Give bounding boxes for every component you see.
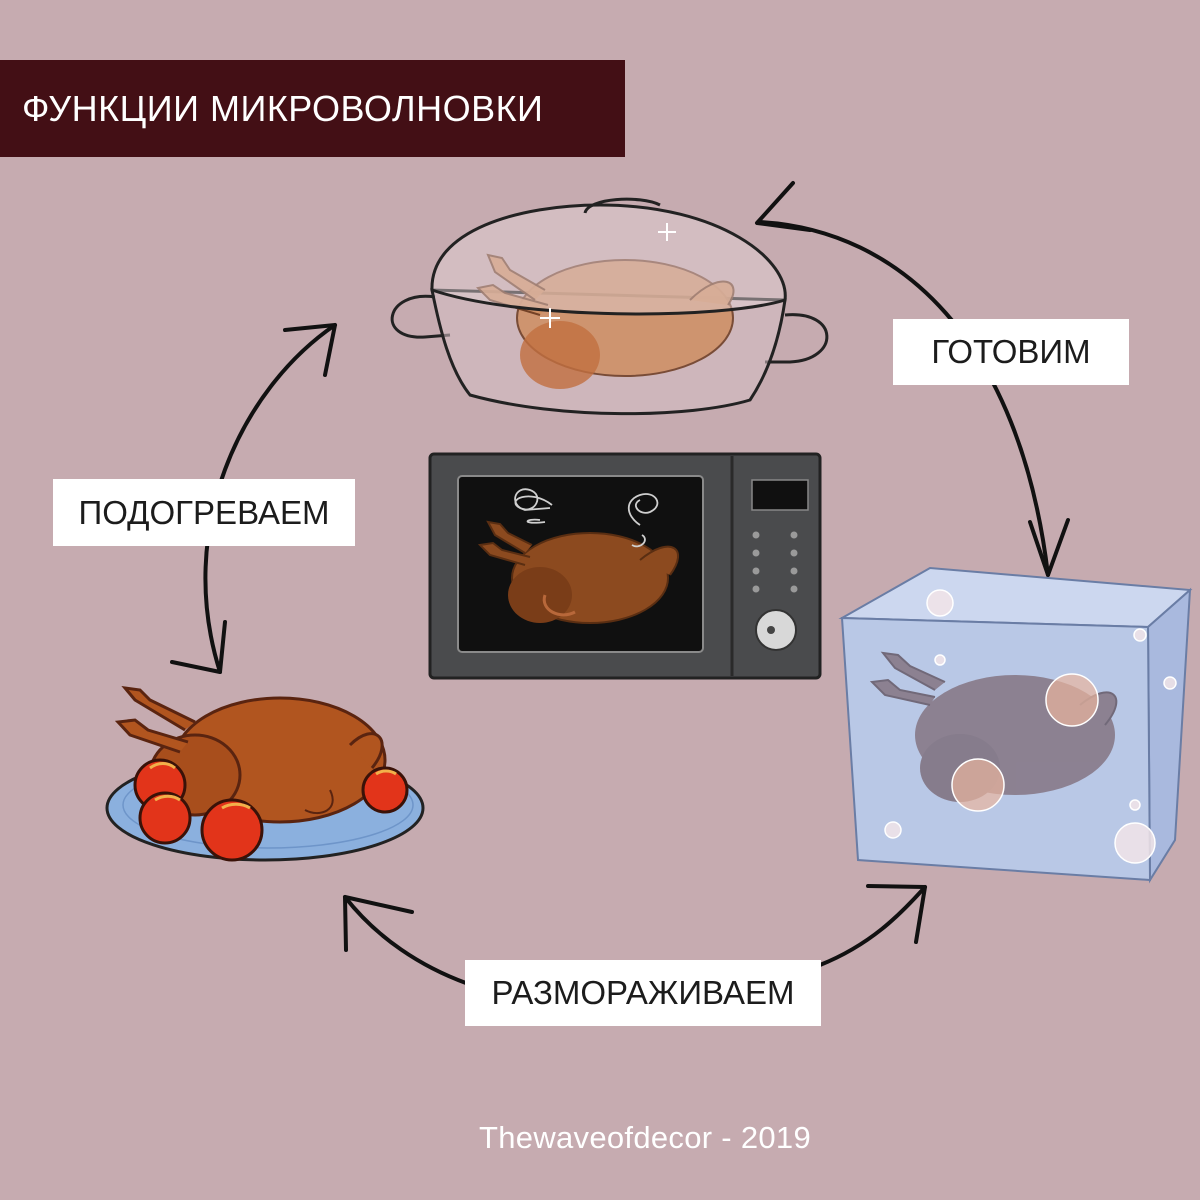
label-cook: ГОТОВИМ [893, 319, 1129, 385]
microwave-buttons [752, 531, 798, 593]
label-defrost: РАЗМОРАЖИВАЕМ [465, 960, 821, 1026]
microwave-dial [755, 609, 797, 651]
roast-chicken-plate-icon [105, 686, 425, 862]
ice-block-icon [838, 566, 1193, 884]
cycle-arrow-icon-reheat [170, 323, 337, 674]
label-reheat: ПОДОГРЕВАЕМ [53, 479, 355, 546]
microwave-icon [428, 452, 822, 680]
page-title: ФУНКЦИИ МИКРОВОЛНОВКИ [0, 60, 625, 157]
glass-casserole-icon [390, 197, 829, 416]
chicken-in-casserole [475, 253, 735, 389]
chicken-in-microwave [477, 520, 680, 624]
steam-icon [514, 488, 659, 548]
sparkle-icon [540, 223, 676, 328]
footer-credit: Thewaveofdecor - 2019 [479, 1120, 811, 1155]
cycle-arrow-icon-cook [755, 181, 1070, 577]
bubbles [884, 589, 1177, 864]
tomato-stems [149, 762, 397, 810]
